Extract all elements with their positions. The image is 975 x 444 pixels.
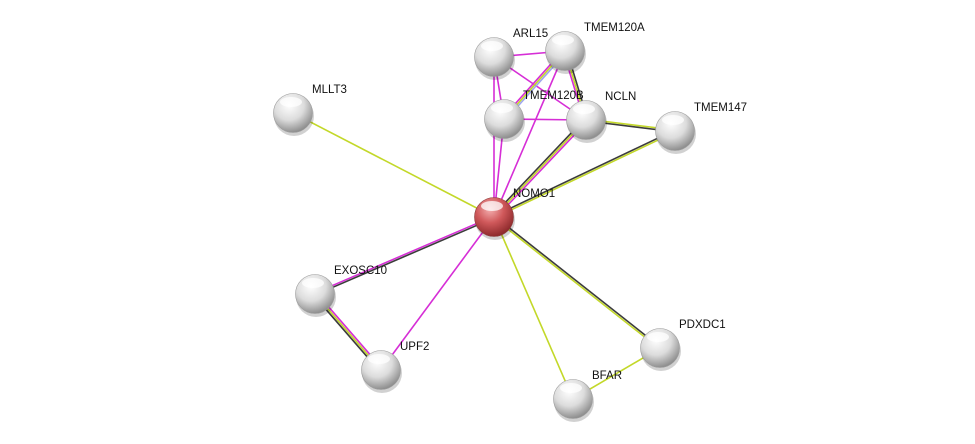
edge-pdxdc1-nomo1[interactable] <box>492 215 662 350</box>
edge-ncln-nomo1[interactable] <box>492 118 588 219</box>
edge-evidence-textmining <box>492 217 660 350</box>
node-label: EXOSC10 <box>334 265 387 277</box>
edge-evidence-textmining <box>494 131 676 219</box>
node-label: PDXDC1 <box>679 319 726 331</box>
node-label: MLLT3 <box>312 84 347 96</box>
edge-exosc10-nomo1[interactable] <box>314 215 495 296</box>
node-label: TMEM120B <box>523 90 584 102</box>
edge-evidence-experiments <box>380 216 495 371</box>
node-upf2[interactable]: UPF2 <box>361 341 430 393</box>
edge-evidence-coexpression <box>494 215 662 348</box>
edge-evidence-coexpression <box>493 129 675 217</box>
node-label: TMEM120A <box>584 22 645 34</box>
node-highlight <box>662 115 684 125</box>
node-label: NOMO1 <box>513 188 555 200</box>
node-highlight <box>302 278 324 288</box>
edge-evidence-experiments <box>493 50 566 218</box>
node-label: TMEM147 <box>694 102 747 114</box>
node-tmem120b[interactable]: TMEM120B <box>484 90 585 142</box>
edge-mllt3-nomo1[interactable] <box>292 112 495 218</box>
node-tmem120a[interactable]: TMEM120A <box>545 22 646 74</box>
node-mllt3[interactable]: MLLT3 <box>273 84 347 136</box>
edge-tmem120a-nomo1[interactable] <box>493 50 566 218</box>
node-ncln[interactable]: NCLN <box>566 91 637 143</box>
node-highlight <box>552 35 574 45</box>
node-exosc10[interactable]: EXOSC10 <box>295 265 388 317</box>
node-nomo1[interactable]: NOMO1 <box>474 188 556 240</box>
edge-evidence-experiments <box>314 215 494 294</box>
node-label: NCLN <box>605 91 636 103</box>
node-highlight <box>481 201 503 211</box>
edge-upf2-nomo1[interactable] <box>380 216 495 371</box>
node-bfar[interactable]: BFAR <box>553 370 623 422</box>
edge-evidence-textmining <box>493 119 587 218</box>
edge-evidence-experiments <box>494 120 588 219</box>
node-highlight <box>573 104 595 114</box>
edge-tmem147-nomo1[interactable] <box>493 129 676 219</box>
node-highlight <box>481 41 503 51</box>
edge-evidence-textmining <box>493 216 574 400</box>
node-highlight <box>647 332 669 342</box>
node-highlight <box>368 354 390 364</box>
node-highlight <box>560 383 582 393</box>
node-label: ARL15 <box>513 28 548 40</box>
edge-evidence-textmining <box>292 112 495 218</box>
node-highlight <box>491 103 513 113</box>
edge-bfar-nomo1[interactable] <box>493 216 574 400</box>
node-tmem147[interactable]: TMEM147 <box>655 102 748 154</box>
node-label: BFAR <box>592 370 622 382</box>
node-arl15[interactable]: ARL15 <box>474 28 549 80</box>
edge-evidence-coexpression <box>492 118 586 217</box>
edge-evidence-coexpression <box>315 217 495 296</box>
node-highlight <box>280 97 302 107</box>
node-pdxdc1[interactable]: PDXDC1 <box>640 319 726 371</box>
node-label: UPF2 <box>400 341 429 353</box>
